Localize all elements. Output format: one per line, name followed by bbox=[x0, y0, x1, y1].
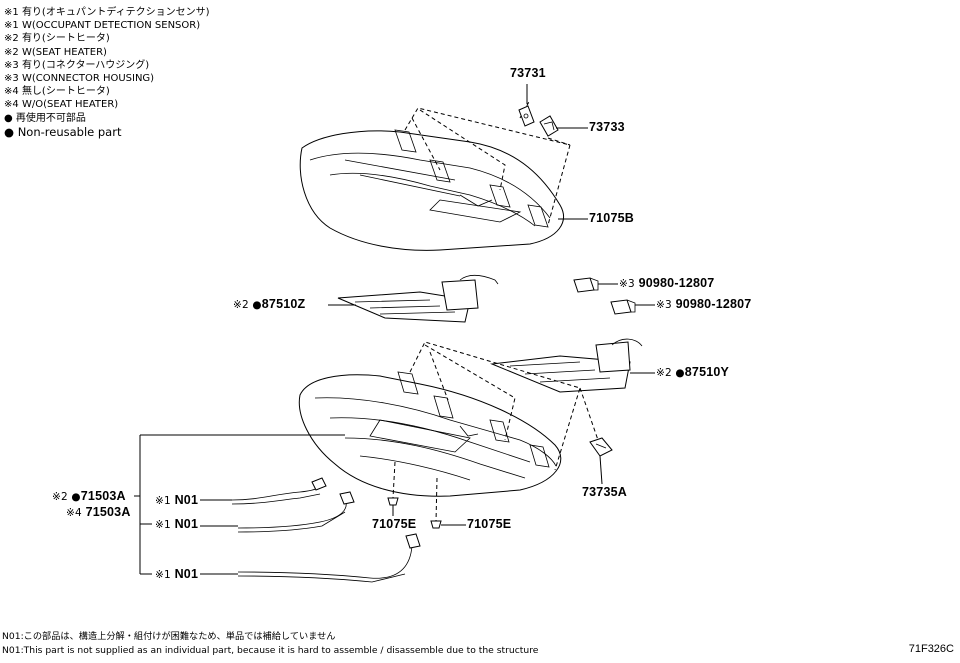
part-prefix: ※2 ● bbox=[233, 299, 262, 311]
legend-mark: ※4 bbox=[4, 86, 19, 98]
part-number: N01 bbox=[174, 517, 199, 531]
part-label-87510Z[interactable]: ※2 ●87510Z bbox=[233, 297, 305, 311]
part-number: 90980-12807 bbox=[675, 297, 752, 311]
part-prefix: ※1 bbox=[155, 495, 171, 507]
legend-mark: ※1 bbox=[4, 20, 19, 32]
legend-mark: ※4 bbox=[4, 99, 19, 111]
part-prefix: ※4 bbox=[66, 507, 82, 519]
part-number: 73731 bbox=[510, 66, 546, 80]
connector-housing-1 bbox=[573, 277, 618, 293]
part-label-87510Y[interactable]: ※2 ●87510Y bbox=[656, 365, 729, 379]
part-number: 71503A bbox=[80, 489, 126, 503]
legend-text: 再使用不可部品 bbox=[15, 112, 86, 124]
part-label-73731[interactable]: 73731 bbox=[510, 66, 546, 80]
legend-text: W(CONNECTOR HOUSING) bbox=[21, 73, 155, 85]
part-number: 71075B bbox=[589, 211, 634, 225]
part-prefix: ※2 ● bbox=[656, 367, 685, 379]
legend-mark: ● bbox=[4, 124, 15, 139]
fastener-71075E-2 bbox=[430, 520, 466, 529]
legend-row: ※3 W(CONNECTOR HOUSING) bbox=[4, 72, 210, 85]
part-label-71503A-noheater[interactable]: ※4 71503A bbox=[66, 505, 131, 519]
part-label-N01-a[interactable]: ※1 N01 bbox=[155, 493, 198, 507]
seat-cushion-cover-upper bbox=[299, 99, 588, 251]
part-prefix: ※2 ● bbox=[52, 491, 81, 503]
legend-row: ※2 W(SEAT HEATER) bbox=[4, 46, 210, 59]
occupant-sensor-harness-1 bbox=[231, 477, 421, 583]
connector-housing-2 bbox=[610, 299, 655, 315]
part-number: 71503A bbox=[85, 505, 131, 519]
legend-text: 有り(コネクターハウジング) bbox=[21, 59, 150, 71]
part-number: 87510Y bbox=[684, 365, 730, 379]
seat-heater-87510Y bbox=[490, 338, 655, 393]
legend-row: ※3 有り(コネクターハウジング) bbox=[4, 59, 210, 72]
legend-row: ※2 有り(シートヒータ) bbox=[4, 32, 210, 45]
part-label-71503A-heater[interactable]: ※2 ●71503A bbox=[52, 489, 126, 503]
part-label-71075E-2[interactable]: 71075E bbox=[467, 517, 511, 531]
legend-mark: ※3 bbox=[4, 73, 19, 85]
legend-row: ● Non-reusable part bbox=[4, 125, 210, 140]
legend-text: 有り(オキュパントディテクションセンサ) bbox=[21, 7, 210, 18]
part-prefix: ※3 bbox=[656, 299, 672, 311]
part-number: 90980-12807 bbox=[638, 276, 715, 290]
part-number: 71075E bbox=[467, 517, 512, 531]
legend-text: Non-reusable part bbox=[17, 124, 122, 139]
seat-cushion-pad-lower bbox=[298, 341, 599, 523]
part-label-71075B[interactable]: 71075B bbox=[589, 211, 634, 225]
part-number: 73733 bbox=[589, 120, 625, 134]
legend-row: ● 再使用不可部品 bbox=[4, 112, 210, 125]
legend-mark: ※2 bbox=[4, 46, 19, 58]
legend-row: ※4 無し(シートヒータ) bbox=[4, 85, 210, 98]
part-label-N01-c[interactable]: ※1 N01 bbox=[155, 567, 198, 581]
legend-row: ※1 W(OCCUPANT DETECTION SENSOR) bbox=[4, 19, 210, 32]
part-prefix: ※1 bbox=[155, 569, 171, 581]
part-prefix: ※3 bbox=[619, 278, 635, 290]
clip-73735A bbox=[589, 437, 613, 485]
clip-73733 bbox=[539, 115, 588, 137]
part-number: N01 bbox=[174, 493, 199, 507]
part-number: 87510Z bbox=[261, 297, 306, 311]
part-label-73733[interactable]: 73733 bbox=[589, 120, 625, 134]
part-prefix: ※1 bbox=[155, 519, 171, 531]
part-label-71075E-1[interactable]: 71075E bbox=[372, 517, 416, 531]
legend-mark: ● bbox=[4, 112, 13, 124]
diagram-code: 71F326C bbox=[908, 643, 954, 655]
legend-text: 無し(シートヒータ) bbox=[21, 86, 110, 98]
footnote-en: N01:This part is not supplied as an indi… bbox=[2, 645, 539, 656]
footnote-jp: N01:この部品は、構造上分解・組付けが困難なため、単品では補給していません bbox=[2, 631, 336, 642]
part-number: 73735A bbox=[582, 485, 627, 499]
part-label-90980-12807-b[interactable]: ※3 90980-12807 bbox=[656, 297, 751, 311]
leader-bracket bbox=[134, 434, 345, 575]
legend-text: W/O(SEAT HEATER) bbox=[21, 99, 119, 111]
fastener-71075E-1 bbox=[387, 497, 399, 516]
legend-row: ※4 W/O(SEAT HEATER) bbox=[4, 98, 210, 111]
legend-text: 有り(シートヒータ) bbox=[21, 33, 110, 45]
legend: ※1 有り(オキュパントディテクションセンサ) ※1 W(OCCUPANT DE… bbox=[4, 6, 210, 140]
clip-73731 bbox=[518, 84, 535, 127]
legend-text: W(SEAT HEATER) bbox=[21, 46, 107, 58]
part-label-73735A[interactable]: 73735A bbox=[582, 485, 627, 499]
legend-mark: ※3 bbox=[4, 59, 19, 71]
legend-mark: ※1 bbox=[4, 7, 19, 18]
part-label-90980-12807-a[interactable]: ※3 90980-12807 bbox=[619, 276, 714, 290]
legend-text: W(OCCUPANT DETECTION SENSOR) bbox=[21, 20, 201, 32]
part-number: 71075E bbox=[372, 517, 417, 531]
legend-row: ※1 有り(オキュパントディテクションセンサ) bbox=[4, 6, 210, 19]
part-label-N01-b[interactable]: ※1 N01 bbox=[155, 517, 198, 531]
part-number: N01 bbox=[174, 567, 199, 581]
legend-mark: ※2 bbox=[4, 33, 19, 45]
seat-heater-87510Z bbox=[328, 275, 499, 323]
